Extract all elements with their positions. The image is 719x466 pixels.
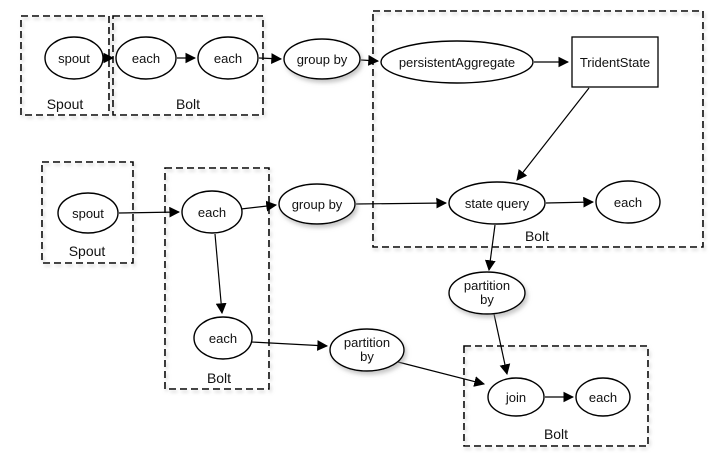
node-state-query: state query (448, 181, 546, 225)
node-group-by-1: group by (283, 38, 361, 80)
node-join-label: join (505, 390, 526, 405)
node-join: join (487, 377, 545, 417)
node-each-4-label: each (614, 195, 642, 210)
bolt-box-4-label: Bolt (544, 426, 568, 442)
node-partition-by-2-line2: by (480, 292, 494, 307)
node-spout-1-shape (44, 36, 104, 80)
spout-box-1-label: Spout (47, 96, 84, 112)
bolt-box-4: Bolt (463, 345, 649, 447)
node-trident-state-shape (571, 36, 659, 88)
node-group-by-1-label: group by (297, 52, 348, 67)
node-each-2-shape (197, 36, 259, 80)
bolt-box-1: Bolt (112, 15, 264, 116)
node-partition-by-1-shape (329, 328, 405, 372)
node-each-6-shape (575, 377, 631, 417)
node-spout-2: spout (57, 192, 119, 234)
node-partition-by-2-shape (448, 271, 526, 315)
bolt-box-2-border (372, 10, 704, 248)
edge-partitionby1-join (397, 361, 486, 387)
bolt-box-2: Bolt (372, 10, 704, 248)
node-each-2: each (197, 36, 259, 80)
node-trident-state-label: TridentState (580, 55, 650, 70)
node-group-by-2-shape (278, 183, 356, 225)
node-group-by-1-shape (283, 38, 361, 80)
node-persistent-aggregate-shape (380, 40, 534, 84)
node-each-3-label: each (198, 205, 226, 220)
spout-box-2-border (41, 161, 134, 264)
bolt-box-3-border (164, 167, 270, 390)
node-each-1-shape (115, 36, 177, 80)
node-persistent-aggregate-label: persistentAggregate (399, 55, 515, 70)
edge-groupby1-persistentaggregate (360, 55, 380, 66)
node-each-3: each (181, 190, 243, 234)
node-partition-by-1-line2: by (360, 349, 374, 364)
node-spout-2-shape (57, 192, 119, 234)
node-persistent-aggregate: persistentAggregate (380, 40, 534, 84)
node-partition-by-2-line1: partition (464, 278, 510, 293)
node-each-4-shape (595, 180, 661, 224)
node-partition-by-1-line1: partition (344, 335, 390, 350)
spout-box-2-label: Spout (69, 243, 106, 259)
node-group-by-2: group by (278, 183, 356, 225)
edge-each3-each5 (214, 233, 227, 315)
node-each-5-label: each (209, 331, 237, 346)
edge-statequery-partitionby2 (484, 224, 496, 272)
bolt-box-2-label: Bolt (525, 228, 549, 244)
bolt-box-3: Bolt (164, 167, 270, 390)
spout-box-1-border (20, 15, 110, 116)
bolt-box-1-border (112, 15, 264, 116)
node-state-query-shape (448, 181, 546, 225)
node-spout-1-label: spout (58, 51, 90, 66)
node-spout-2-label: spout (72, 206, 104, 221)
edge-each3-groupby2 (240, 200, 278, 212)
bolt-box-1-label: Bolt (176, 96, 200, 112)
edge-partitionby2-join (493, 313, 511, 376)
node-spout-1: spout (44, 36, 104, 80)
edge-groupby2-statequery (355, 197, 448, 209)
node-each-1: each (115, 36, 177, 80)
node-each-3-shape (181, 190, 243, 234)
edge-each5-partitionby1 (250, 340, 329, 351)
edge-each2-groupby1 (258, 53, 283, 64)
edge-tridentstate-statequery (516, 87, 590, 181)
spout-box-1: Spout (20, 15, 110, 116)
node-each-5-shape (193, 316, 253, 360)
node-each-6: each (575, 377, 631, 417)
node-each-4: each (595, 180, 661, 224)
spout-box-2: Spout (41, 161, 134, 264)
bolt-box-3-label: Bolt (207, 370, 231, 386)
edge-statequery-each4 (545, 196, 595, 208)
node-each-2-label: each (214, 51, 242, 66)
bolt-box-4-border (463, 345, 649, 447)
node-state-query-label: state query (465, 196, 530, 211)
node-join-shape (487, 377, 545, 417)
edge-spout2-each3 (118, 206, 181, 218)
node-each-1-label: each (132, 51, 160, 66)
node-each-6-label: each (589, 390, 617, 405)
node-trident-state: TridentState (571, 36, 659, 88)
node-each-5: each (193, 316, 253, 360)
node-group-by-2-label: group by (292, 197, 343, 212)
